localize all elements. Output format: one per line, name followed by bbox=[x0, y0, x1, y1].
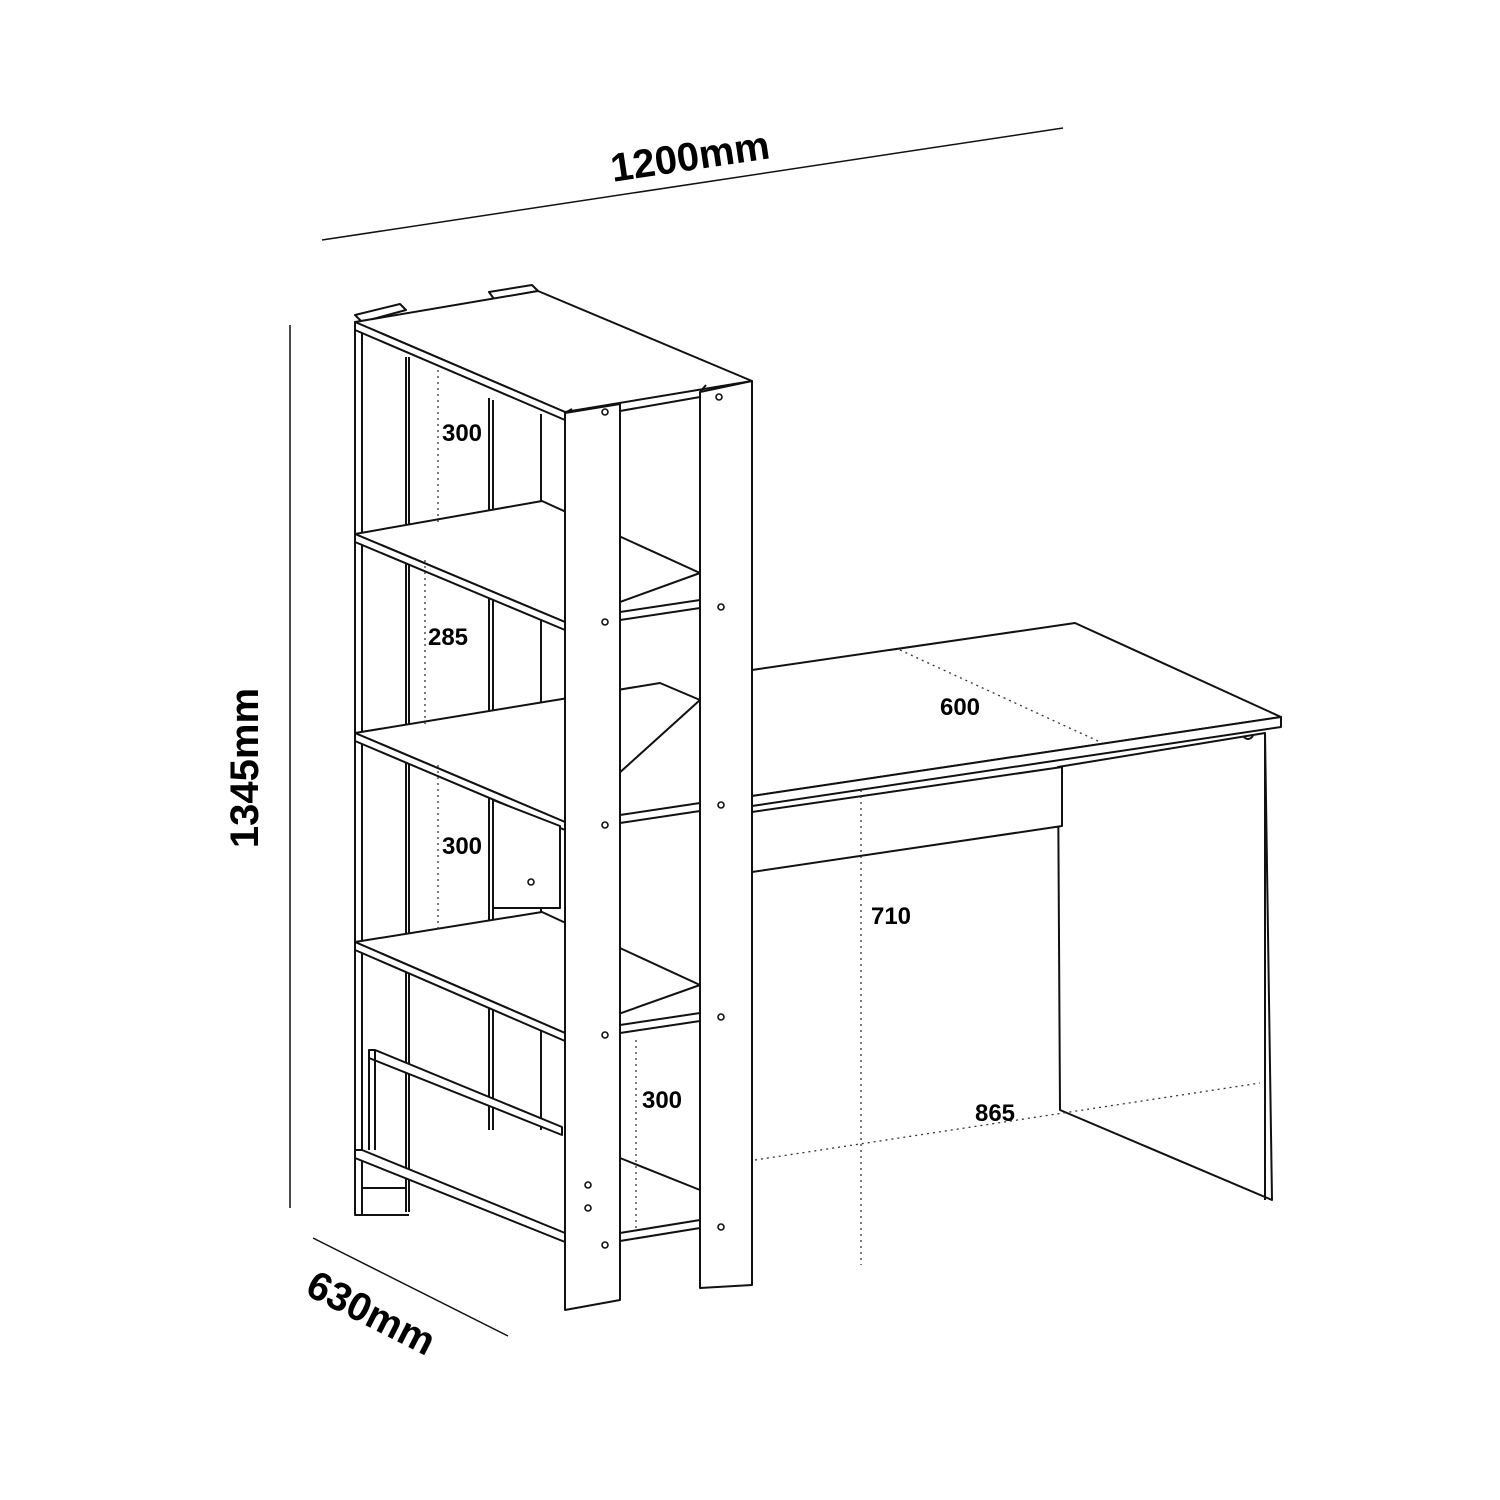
width-dimension-line bbox=[321, 127, 1064, 241]
screw bbox=[527, 878, 535, 886]
screw bbox=[584, 1204, 592, 1212]
screw bbox=[601, 1241, 609, 1249]
screw bbox=[601, 408, 609, 416]
depth-label: 630mm bbox=[299, 1263, 442, 1365]
top-tab-left bbox=[354, 303, 407, 323]
shelf-gap-label: 300 bbox=[442, 420, 482, 447]
shelf-gap-label: 300 bbox=[442, 833, 482, 860]
screw bbox=[717, 603, 725, 611]
desk bbox=[751, 622, 1282, 1265]
screw bbox=[601, 821, 609, 829]
desk-width-label: 865 bbox=[975, 1100, 1015, 1127]
shelf-bottom bbox=[354, 1149, 566, 1243]
front-upright-left bbox=[564, 403, 621, 1311]
shelf-gap-label: 300 bbox=[642, 1087, 682, 1114]
front-upright-right bbox=[699, 380, 753, 1289]
small-back-panel bbox=[492, 799, 561, 909]
left-side-panel bbox=[354, 321, 363, 1216]
depth-dimension-line bbox=[312, 1237, 509, 1337]
screw bbox=[584, 1181, 592, 1189]
screw bbox=[717, 1223, 725, 1231]
desk-height-label: 710 bbox=[871, 903, 911, 930]
desk-width-guide bbox=[754, 1082, 1261, 1161]
shelf-gap-label: 285 bbox=[428, 624, 468, 651]
screw bbox=[601, 618, 609, 626]
desk-depth-label: 600 bbox=[940, 694, 980, 721]
lower-panel bbox=[368, 1049, 563, 1136]
height-label: 1345mm bbox=[223, 688, 267, 848]
screw bbox=[717, 1013, 725, 1021]
desk-depth-guide bbox=[899, 649, 1101, 743]
screw bbox=[715, 393, 723, 401]
width-label: 1200mm bbox=[608, 124, 773, 191]
screw bbox=[717, 801, 725, 809]
desk-right-leg bbox=[1057, 732, 1273, 1201]
screw bbox=[601, 1031, 609, 1039]
bookshelf bbox=[354, 284, 753, 1311]
cable-hole bbox=[1242, 735, 1254, 740]
